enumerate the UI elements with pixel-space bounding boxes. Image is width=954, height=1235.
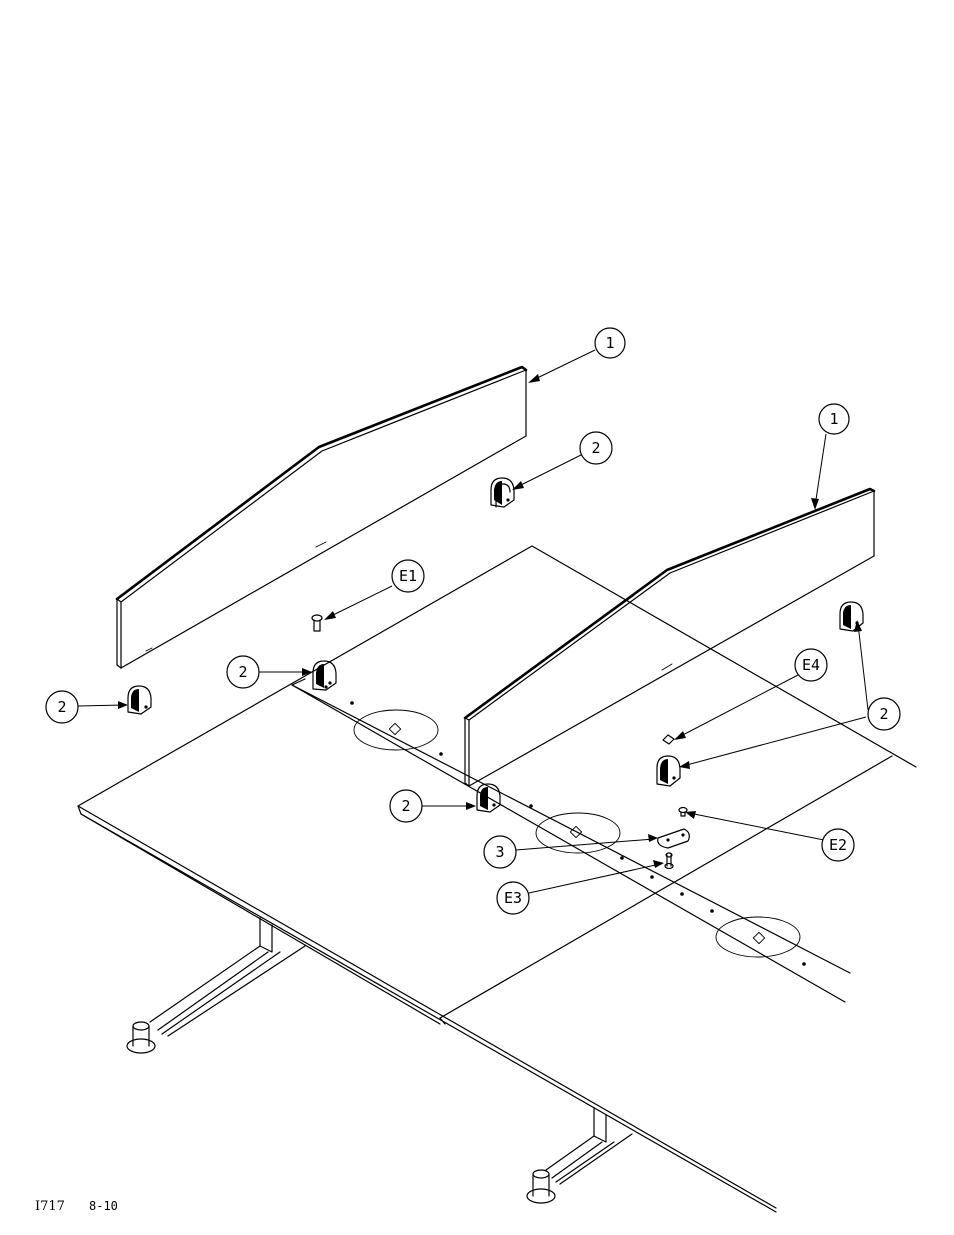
callout-2-left-rear-label: 2 bbox=[238, 663, 247, 681]
leader-lines bbox=[78, 350, 868, 893]
callout-2-top-label: 2 bbox=[591, 439, 600, 457]
callout-e4: E4 bbox=[795, 649, 827, 681]
callout-1-left-label: 1 bbox=[605, 334, 614, 352]
drawing-id: I717 bbox=[35, 1199, 65, 1214]
bracket-2-far-left bbox=[128, 686, 151, 714]
screen-panel-left bbox=[117, 367, 526, 668]
callout-e4-label: E4 bbox=[802, 656, 820, 674]
callout-e1: E1 bbox=[392, 560, 424, 592]
callout-2-right: 2 bbox=[868, 698, 900, 730]
leg-left bbox=[127, 918, 305, 1053]
callout-1-left-screen: 1 bbox=[595, 328, 625, 358]
screw-e1 bbox=[312, 615, 322, 631]
callout-2-right-label: 2 bbox=[879, 705, 888, 723]
bracket-2-top bbox=[491, 478, 514, 507]
callout-e3-label: E3 bbox=[504, 889, 522, 907]
callout-e2-label: E2 bbox=[829, 836, 847, 854]
screw-e2 bbox=[679, 808, 687, 817]
callout-3: 3 bbox=[484, 836, 516, 868]
callout-3-label: 3 bbox=[495, 843, 504, 861]
callout-1-right-screen: 1 bbox=[819, 404, 849, 434]
callout-2-center-label: 2 bbox=[401, 797, 410, 815]
leg-right bbox=[527, 1108, 632, 1203]
callout-2-far-left: 2 bbox=[46, 691, 78, 723]
plate-3 bbox=[658, 829, 690, 848]
callout-2-left-rear: 2 bbox=[227, 656, 259, 688]
callout-2-top: 2 bbox=[580, 432, 612, 464]
screw-e3 bbox=[665, 853, 673, 869]
callout-2-far-left-label: 2 bbox=[57, 698, 66, 716]
callout-e3: E3 bbox=[497, 882, 529, 914]
screen-panel-right bbox=[465, 489, 874, 786]
page-number: 8-10 bbox=[89, 1199, 118, 1213]
callout-2-center: 2 bbox=[390, 790, 422, 822]
desk-surfaces bbox=[78, 546, 916, 1212]
nut-e4 bbox=[663, 735, 674, 744]
callout-e2: E2 bbox=[822, 829, 854, 861]
bracket-2-right-front bbox=[657, 756, 680, 786]
callout-e1-label: E1 bbox=[399, 567, 417, 585]
callout-1-right-label: 1 bbox=[829, 410, 838, 428]
